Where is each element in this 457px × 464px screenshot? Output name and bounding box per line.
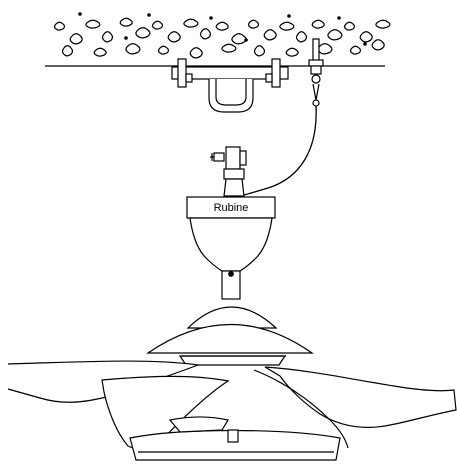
fan-blades xyxy=(7,360,457,461)
ceiling-texture-blob xyxy=(53,21,66,31)
ceiling-texture-blob xyxy=(199,28,212,40)
ceiling-texture-blob xyxy=(253,45,266,57)
ceiling-mount-bracket xyxy=(171,58,289,113)
ceiling-texture-blob xyxy=(375,19,391,29)
ceiling-texture-blob xyxy=(167,31,181,43)
ceiling-texture-blob xyxy=(215,21,229,31)
ceiling-texture xyxy=(53,12,391,59)
ceiling-texture-dot xyxy=(287,14,291,18)
ceiling-texture-blob xyxy=(247,19,260,29)
ceiling-texture-blob xyxy=(359,31,373,43)
safety-cable xyxy=(240,105,317,197)
ceiling-texture-blob xyxy=(295,31,308,43)
ceiling-texture-blob xyxy=(69,33,83,45)
ceiling-texture-blob xyxy=(343,21,356,31)
ceiling-texture-blob xyxy=(135,27,151,39)
ceiling-texture-blob xyxy=(125,43,141,55)
ceiling-texture-dot xyxy=(78,12,82,16)
ceiling-texture-dot xyxy=(244,38,248,42)
ceiling-texture-blob xyxy=(317,43,333,55)
ceiling-texture-blob xyxy=(285,47,299,57)
ceiling-texture-blob xyxy=(61,45,74,57)
brand-label: Rubine xyxy=(214,202,249,214)
ceiling-texture-dot xyxy=(363,42,367,46)
ceiling-texture-blob xyxy=(231,33,247,45)
ceiling-texture-blob xyxy=(157,45,170,55)
ceiling-texture-blob xyxy=(183,18,199,28)
ceiling-texture-blob xyxy=(263,29,277,41)
ceiling-texture-dot xyxy=(209,16,213,20)
ceiling-texture-blob xyxy=(371,39,385,51)
ceiling-texture-dot xyxy=(124,36,128,40)
ceiling-texture-blob xyxy=(119,17,133,27)
ceiling-texture-blob xyxy=(279,21,295,31)
ceiling-texture-dot xyxy=(337,16,341,20)
ceiling-texture-blob xyxy=(189,47,203,59)
ceiling-texture-blob xyxy=(311,19,325,29)
ceiling-texture-blob xyxy=(101,31,114,43)
motor-housing xyxy=(146,306,314,366)
ceiling-texture-blob xyxy=(151,20,164,30)
ceiling-texture-blob xyxy=(85,19,101,29)
ceiling-texture-blob xyxy=(349,45,362,55)
safety-anchor xyxy=(308,38,324,107)
ceiling-texture-blob xyxy=(93,47,107,57)
canopy xyxy=(186,196,276,300)
ceiling-texture-blob xyxy=(327,29,343,41)
hanger-hook xyxy=(210,146,247,197)
ceiling-texture-blob xyxy=(221,43,237,53)
ceiling-texture-dot xyxy=(147,13,151,17)
